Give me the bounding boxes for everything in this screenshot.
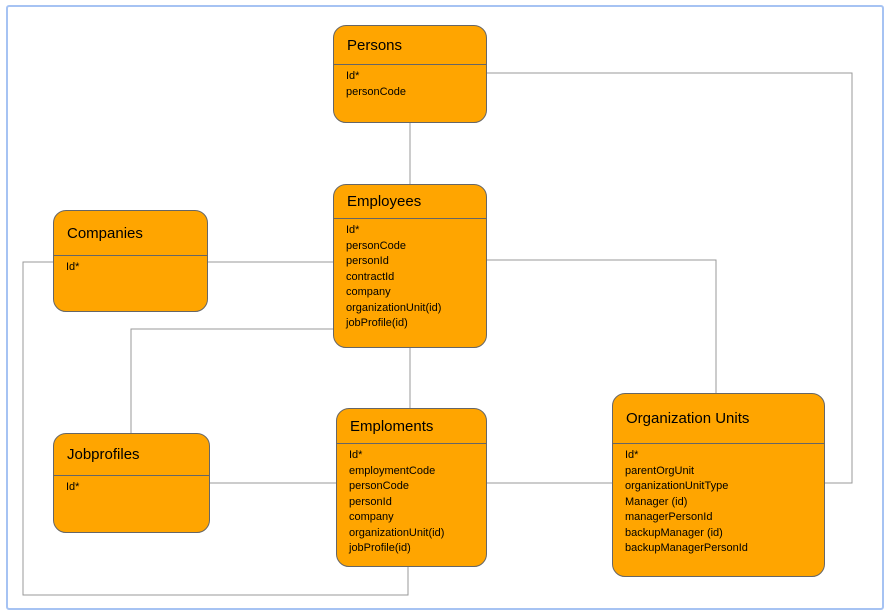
entity-title: Jobprofiles	[54, 434, 209, 476]
attribute-row: personCode	[346, 239, 406, 252]
attribute-row: personCode	[349, 480, 409, 492]
attribute-row: organizationUnitType	[625, 480, 729, 492]
entity-organization-units[interactable]: Organization Units Id* parentOrgUnit organ…	[612, 393, 825, 577]
entity-employees[interactable]: Employees Id* personCode personId contractI…	[333, 184, 487, 348]
attribute-row: employmentCode	[349, 464, 436, 477]
attribute-row: Id*	[66, 261, 80, 273]
attribute-row: backupManagerPersonId	[625, 542, 748, 554]
entity-title: Organization Units	[613, 394, 824, 444]
attribute-row: Id*	[625, 449, 639, 461]
entity-title: Employees	[334, 185, 486, 219]
entity-attributes: Id* personCode	[334, 65, 486, 104]
attribute-row: organizationUnit(id)	[346, 301, 442, 314]
connector-employees-jobprofiles[interactable]	[130, 328, 333, 433]
entity-attributes: Id*	[54, 256, 207, 280]
entity-attributes: Id*	[54, 476, 209, 500]
entity-attributes: Id* personCode personId contractId company or…	[334, 219, 486, 336]
entity-title: Companies	[54, 211, 207, 256]
entity-emploments[interactable]: Emploments Id* employmentCode personCode pe…	[336, 408, 487, 567]
entity-companies[interactable]: Companies Id*	[53, 210, 208, 312]
entity-jobprofiles[interactable]: Jobprofiles Id*	[53, 433, 210, 533]
attribute-row: personCode	[346, 85, 406, 98]
attribute-row: managerPersonId	[625, 511, 713, 523]
attribute-row: Id*	[66, 481, 80, 493]
attribute-row: personId	[349, 495, 392, 508]
attribute-row: jobProfile(id)	[346, 317, 408, 329]
attribute-row: jobProfile(id)	[349, 542, 411, 554]
attribute-row: company	[349, 511, 394, 523]
attribute-row: Id*	[349, 449, 363, 461]
attribute-row: Id*	[346, 224, 360, 236]
attribute-row: contractId	[346, 270, 395, 283]
attribute-row: backupManager (id)	[625, 526, 723, 539]
connector-persons-organization-units[interactable]	[487, 72, 853, 484]
attribute-row: Manager (id)	[625, 495, 688, 508]
attribute-row: parentOrgUnit	[625, 464, 695, 477]
attribute-row: personId	[346, 255, 389, 267]
attribute-row: Id*	[346, 70, 360, 82]
entity-attributes: Id* employmentCode personCode personId compa…	[337, 444, 486, 561]
attribute-row: company	[346, 286, 391, 298]
connector-companies-emploments[interactable]	[22, 261, 409, 596]
entity-title: Persons	[334, 26, 486, 65]
connector-employees-organization-units[interactable]	[487, 259, 717, 393]
entity-persons[interactable]: Persons Id* personCode	[333, 25, 487, 123]
entity-title: Emploments	[337, 409, 486, 444]
attribute-row: organizationUnit(id)	[349, 526, 445, 539]
